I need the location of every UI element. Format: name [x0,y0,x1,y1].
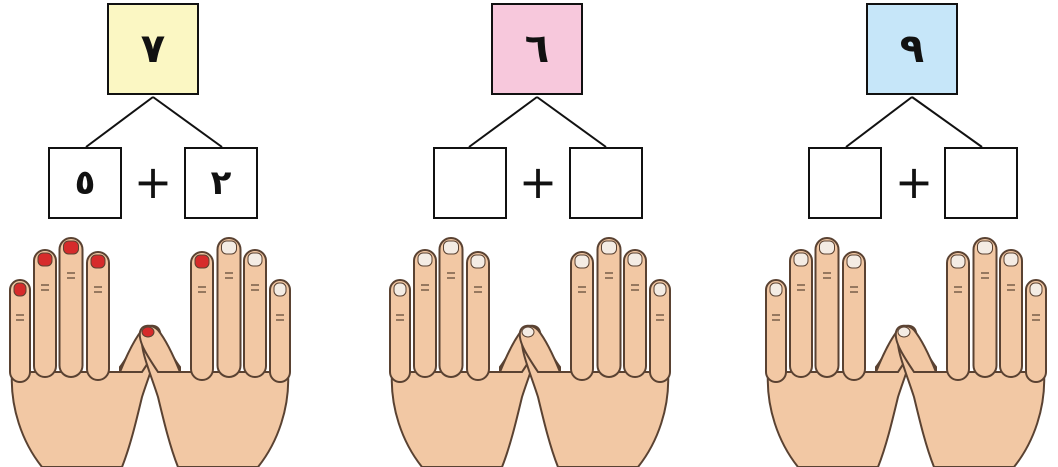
finger-thumb [518,324,562,373]
fingernail [141,326,155,338]
fingernail [63,240,79,255]
fingernail [627,252,643,267]
finger-pinky [765,279,787,383]
finger-middle [438,237,464,378]
finger-middle [216,237,242,378]
fingernail [221,240,237,255]
fingernail [393,282,407,297]
finger-pinky [1025,279,1047,383]
total-box: ٩ [866,3,958,95]
finger-index [190,251,214,381]
exercise-3: ٩ + [756,0,1056,467]
finger-pinky [9,279,31,383]
finger-index [466,251,490,381]
right-hand [138,237,291,467]
left-part-box[interactable] [808,147,882,219]
finger-thumb [894,324,938,373]
finger-ring [33,249,57,378]
fingernail [897,326,911,338]
finger-middle [814,237,840,378]
fingernail [846,254,862,269]
fingernail [601,240,617,255]
finger-index [946,251,970,381]
exercise-1: ٧ ٥ + ٢ [0,0,300,467]
hands-illustration [765,237,1047,467]
finger-middle [972,237,998,378]
left-part-box[interactable]: ٥ [48,147,122,219]
finger-pinky [269,279,291,383]
total-box: ٦ [491,3,583,95]
plus-sign: + [518,155,558,209]
hands-illustration [389,237,671,467]
right-part-box[interactable] [944,147,1018,219]
fingernail [273,282,287,297]
finger-index [86,251,110,381]
fingernail [653,282,667,297]
finger-pinky [389,279,411,383]
left-hand [9,237,162,467]
fingernail [37,252,53,267]
finger-ring [243,249,267,378]
fingernail [470,254,486,269]
hands-illustration [9,237,291,467]
branch-lines [85,96,223,148]
fingernail [819,240,835,255]
left-hand [765,237,918,467]
fingernail [194,254,210,269]
right-part-box[interactable] [569,147,643,219]
finger-index [842,251,866,381]
fingernail [13,282,27,297]
finger-pinky [649,279,671,383]
right-hand [518,237,671,467]
fingernail [574,254,590,269]
fingernail [247,252,263,267]
finger-ring [789,249,813,378]
right-part-box[interactable]: ٢ [184,147,258,219]
fingernail [521,326,535,338]
fingernail [1029,282,1043,297]
branch-lines [468,96,607,148]
finger-ring [999,249,1023,378]
fingernail [793,252,809,267]
fingernail [1003,252,1019,267]
total-box: ٧ [107,3,199,95]
plus-sign: + [133,155,173,209]
finger-middle [58,237,84,378]
exercise-2: ٦ + [380,0,680,467]
left-hand [389,237,542,467]
left-part-box[interactable] [433,147,507,219]
right-hand [894,237,1047,467]
finger-middle [596,237,622,378]
plus-sign: + [894,155,934,209]
finger-ring [413,249,437,378]
fingernail [417,252,433,267]
branch-lines [845,96,983,148]
finger-thumb [138,324,182,373]
fingernail [769,282,783,297]
fingernail [443,240,459,255]
fingernail [950,254,966,269]
finger-index [570,251,594,381]
fingernail [90,254,106,269]
finger-ring [623,249,647,378]
fingernail [977,240,993,255]
